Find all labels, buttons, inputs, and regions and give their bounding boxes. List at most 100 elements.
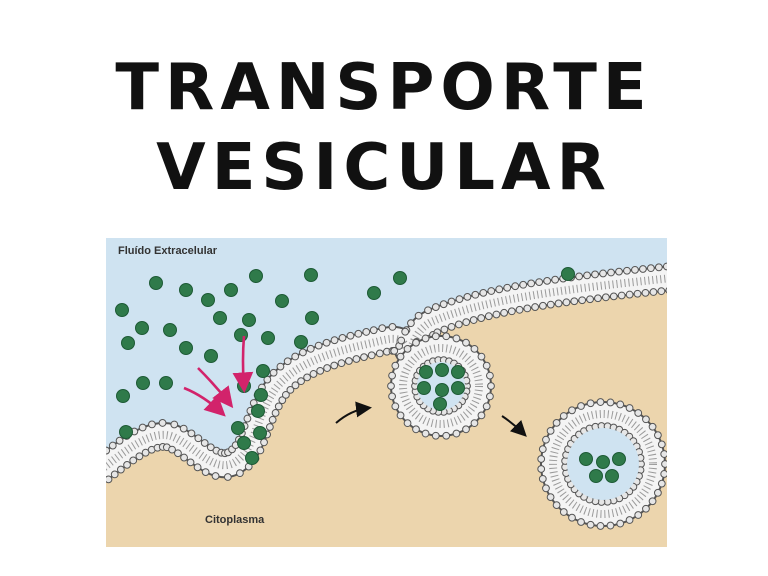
phospholipid-head (551, 275, 560, 284)
phospholipid-head (388, 371, 396, 380)
phospholipid-head (452, 429, 461, 438)
phospholipid-head (469, 316, 478, 324)
phospholipid-head (431, 332, 440, 341)
membrane-bilayer (106, 267, 667, 480)
phospholipid-head (206, 443, 215, 452)
phospholipid-head (554, 299, 563, 308)
phospholipid-head (495, 285, 504, 294)
phospholipid-head (129, 456, 138, 465)
solute-particle (179, 341, 193, 355)
phospholipid-head (479, 288, 488, 297)
solute-particle (234, 328, 248, 342)
solute-particle (417, 381, 431, 395)
phospholipid-head (462, 318, 471, 327)
phospholipid-head (297, 377, 305, 386)
phospholipid-head (345, 357, 353, 365)
phospholipid-head (511, 282, 520, 291)
phospholipid-head (268, 415, 277, 424)
phospholipid-head (633, 289, 642, 298)
phospholipid-head (539, 301, 547, 310)
phospholipid-head (278, 396, 287, 405)
solute-particle (589, 469, 603, 483)
phospholipid-head (391, 361, 400, 370)
phospholipid-head (653, 488, 662, 497)
solute-particle (304, 268, 318, 282)
phospholipid-head (623, 266, 631, 275)
diagram-canvas (106, 238, 667, 547)
phospholipid-head (174, 449, 182, 458)
phospholipid-head (546, 493, 555, 502)
solute-particle (294, 335, 308, 349)
phospholipid-head (617, 291, 626, 300)
phospholipid-head (158, 419, 167, 427)
page-title: Transporte vesicular (0, 48, 768, 208)
phospholipid-head (657, 287, 666, 296)
phospholipid-head (354, 329, 363, 338)
phospholipid-head (106, 446, 111, 455)
phospholipid-head (462, 338, 470, 347)
solute-particle (245, 451, 259, 465)
phospholipid-head (314, 341, 323, 350)
phospholipid-head (665, 287, 667, 294)
phospholipid-head (168, 445, 176, 454)
phospholipid-head (654, 263, 663, 272)
title-line-1: Transporte (115, 51, 653, 125)
solute-particle (231, 421, 245, 435)
solute-particle (213, 311, 227, 325)
phospholipid-head (568, 513, 576, 522)
phospholipid-head (625, 516, 634, 524)
phospholipid-head (570, 297, 579, 306)
phospholipid-head (482, 402, 491, 411)
phospholipid-head (286, 385, 295, 394)
phospholipid-head (515, 305, 524, 314)
phospholipid-head (662, 262, 667, 271)
phospholipid-head (424, 306, 432, 315)
inward-arrow-red (232, 335, 254, 394)
solute-particle (451, 365, 465, 379)
phospholipid-head (606, 398, 615, 407)
phospholipid-head (316, 366, 325, 375)
phospholipid-head (352, 355, 361, 363)
phospholipid-head (616, 519, 625, 528)
phospholipid-head (552, 501, 561, 510)
phospholipid-head (606, 521, 615, 530)
phospholipid-head (421, 429, 430, 438)
phospholipid-head (442, 431, 451, 440)
phospholipid-head (537, 465, 546, 473)
phospholipid-head (591, 270, 599, 279)
phospholipid-head (639, 265, 647, 273)
phospholipid-head (507, 307, 516, 316)
phospholipid-head (265, 423, 274, 431)
phospholipid-head (648, 422, 657, 431)
free-vesicle-tails (549, 410, 657, 518)
phospholipid-head (594, 294, 602, 303)
budding-vesicle-tails (399, 344, 483, 428)
phospholipid-head (492, 310, 501, 319)
phospholipid-head (470, 419, 479, 428)
phospholipid-head (243, 414, 252, 423)
phospholipid-head (388, 323, 397, 331)
phospholipid-head (642, 415, 650, 424)
phospholipid-head (486, 392, 494, 401)
solute-particle (115, 303, 129, 317)
progress-arrow-black (335, 401, 372, 424)
solute-particle (116, 389, 130, 403)
phospholipid-head (642, 504, 650, 513)
solute-particle (256, 364, 270, 378)
phospholipid-head (575, 272, 584, 281)
phospholipid-head (115, 436, 124, 445)
vesicular-transport-diagram (106, 238, 667, 547)
solute-particle (121, 336, 135, 350)
phospholipid-head (330, 336, 339, 345)
phospholipid-head (542, 435, 550, 444)
cytoplasm-label: Citoplasma (205, 514, 265, 526)
phospholipid-head (601, 293, 610, 302)
phospholipid-head (412, 338, 420, 347)
phospholipid-head (431, 303, 440, 311)
phospholipid-head (616, 400, 625, 409)
phospholipid-head (271, 409, 280, 417)
phospholipid-head (487, 382, 495, 390)
solute-particle (135, 321, 149, 335)
solute-particle (561, 267, 575, 281)
phospholipid-head (535, 278, 544, 287)
